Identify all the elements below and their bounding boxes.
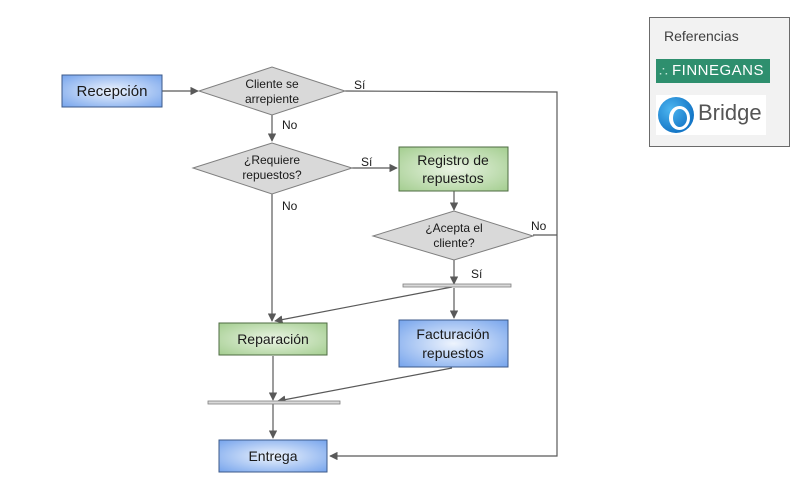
- edge-facturacion-join: [277, 367, 453, 404]
- node-registro-repuestos-line2: repuestos: [422, 170, 483, 186]
- decision-cliente-arrepiente[interactable]: Cliente se arrepiente: [197, 66, 347, 116]
- label-acepta-no: No: [531, 219, 547, 233]
- bridge-logo-text: Bridge: [698, 100, 762, 125]
- decision-acepta-cliente-line1: ¿Acepta el: [425, 221, 482, 235]
- node-reparacion[interactable]: Reparación: [218, 322, 328, 356]
- decision-requiere-repuestos-line2: repuestos?: [242, 168, 302, 182]
- node-entrega-label: Entrega: [248, 448, 297, 464]
- decision-requiere-repuestos[interactable]: ¿Requiere repuestos?: [191, 142, 354, 195]
- node-registro-repuestos-line1: Registro de: [417, 152, 489, 168]
- join-bar: [207, 400, 341, 405]
- label-arrepiente-si: Sí: [354, 78, 366, 92]
- decision-cliente-arrepiente-line2: arrepiente: [245, 92, 299, 106]
- label-requiere-si: Sí: [361, 155, 373, 169]
- label-requiere-no: No: [282, 199, 298, 213]
- fork-bar: [402, 283, 512, 288]
- node-facturacion-repuestos-line2: repuestos: [422, 345, 483, 361]
- label-arrepiente-no: No: [282, 118, 298, 132]
- decision-acepta-cliente[interactable]: ¿Acepta el cliente?: [371, 210, 535, 261]
- node-facturacion-repuestos[interactable]: Facturación repuestos: [398, 319, 509, 368]
- bridge-logo: Bridge: [656, 95, 766, 135]
- node-facturacion-repuestos-line1: Facturación: [416, 326, 489, 342]
- node-registro-repuestos[interactable]: Registro de repuestos: [398, 146, 509, 192]
- node-recepcion-label: Recepción: [77, 83, 148, 100]
- legend-title: Referencias: [664, 28, 739, 44]
- finnegans-logo: ∴ FINNEGANS: [656, 59, 770, 83]
- edge-fork-reparacion: [274, 286, 453, 324]
- decision-cliente-arrepiente-line1: Cliente se: [245, 77, 299, 91]
- node-recepcion[interactable]: Recepción: [61, 74, 163, 108]
- decision-requiere-repuestos-line1: ¿Requiere: [244, 153, 300, 167]
- node-reparacion-label: Reparación: [237, 331, 309, 347]
- bridge-circle-icon: [658, 97, 694, 133]
- label-acepta-si: Sí: [471, 267, 483, 281]
- edge-arrepiente-si-entrega: [329, 90, 558, 461]
- decision-acepta-cliente-line2: cliente?: [433, 236, 475, 250]
- node-entrega[interactable]: Entrega: [218, 439, 328, 473]
- finnegans-logo-text: FINNEGANS: [672, 62, 765, 79]
- finnegans-dots-icon: ∴: [659, 63, 669, 79]
- legend-panel: Referencias ∴ FINNEGANS Bridge: [649, 17, 790, 147]
